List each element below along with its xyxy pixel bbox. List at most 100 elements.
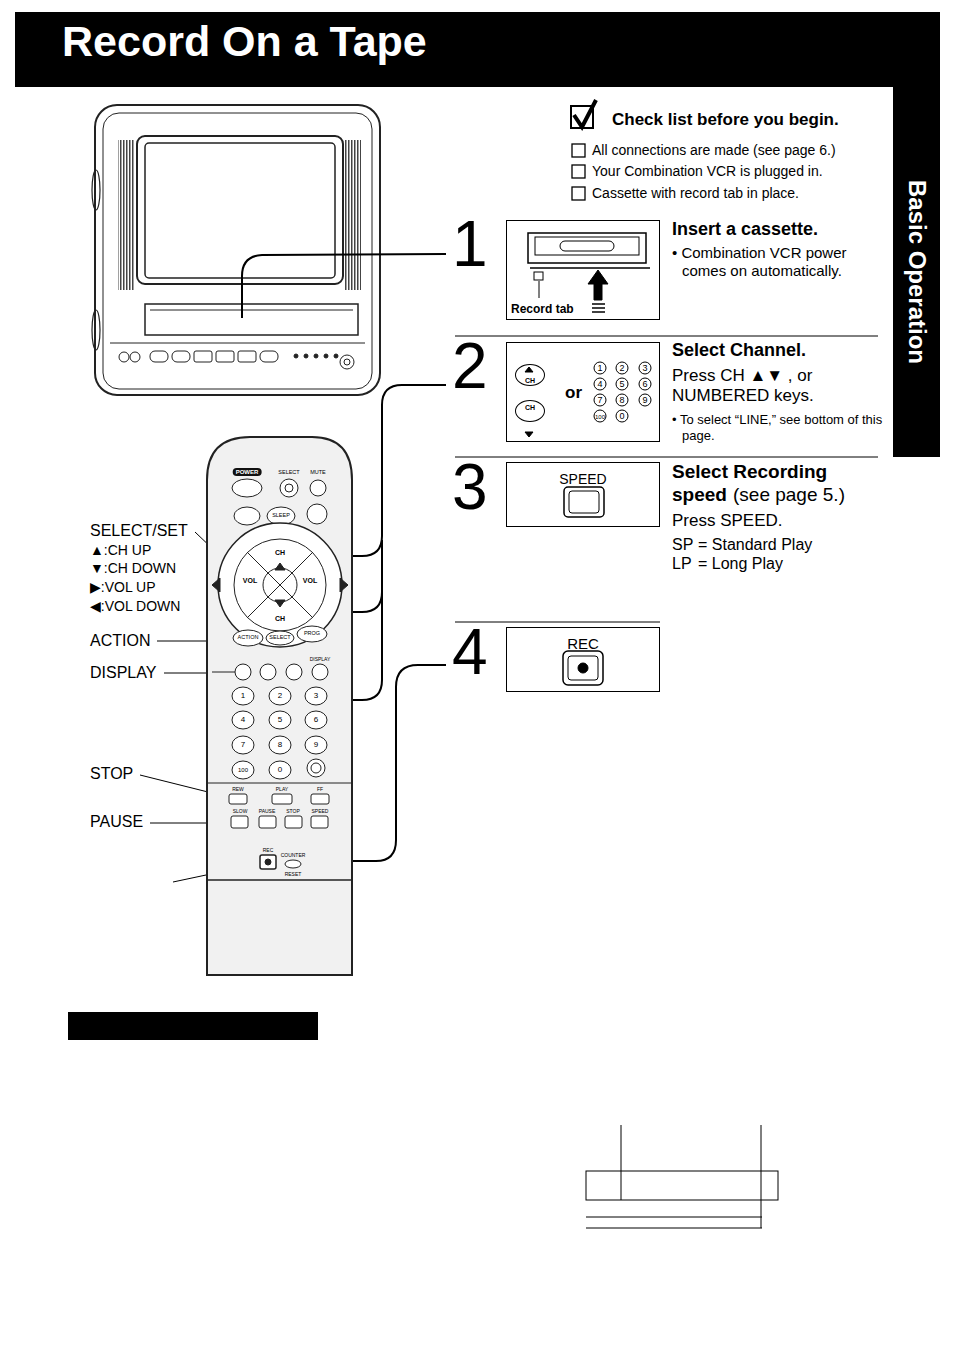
step-text: (see page 5.): [733, 484, 845, 507]
channel-button: CH: [515, 364, 545, 386]
callout-label: STOP: [90, 764, 133, 783]
section-tab: Basic Operation: [893, 87, 940, 457]
drawn-circle: [294, 354, 298, 358]
checklist-heading: Check list before you begin.: [612, 110, 839, 130]
drawn-ellipse: [285, 860, 301, 868]
drawn-circle: [234, 539, 326, 631]
drawn-line: [586, 1228, 762, 1229]
step-number: 3: [452, 455, 488, 519]
drawn-path: [525, 367, 533, 372]
drawn-ellipse: [92, 170, 100, 210]
drawn-rect: [145, 143, 335, 278]
drawn-circle: [340, 355, 354, 369]
callout-label: ▲:CH UP: [90, 542, 151, 559]
drawn-ellipse: [234, 507, 260, 525]
remote-button-label: REW: [232, 787, 244, 792]
remote-button-label: 2: [278, 692, 282, 700]
drawn-ellipse: [266, 631, 294, 645]
remote-button-label: MUTE: [310, 470, 326, 476]
number-key: 3: [639, 362, 652, 375]
drawn-line: [150, 310, 353, 311]
drawn-line: [592, 307, 605, 309]
drawn-line: [247, 552, 313, 618]
drawn-path: [242, 254, 446, 318]
drawn-rect: [145, 304, 358, 335]
callout-label: DISPLAY: [90, 663, 156, 682]
drawn-circle: [235, 664, 251, 680]
title-bar: Record On a Tape: [15, 12, 940, 87]
drawn-rect: [285, 816, 302, 828]
remote-button-label: FF: [317, 787, 323, 792]
drawn-circle: [265, 859, 271, 865]
drawn-rect: [260, 351, 278, 362]
remote-button-label: POWER: [233, 468, 262, 476]
callout-label: PAUSE: [90, 812, 143, 831]
step-illustrations: [525, 233, 650, 685]
drawn-rect: [586, 1171, 778, 1200]
drawn-rect: [172, 351, 190, 362]
remote-button-label: SELECT: [278, 470, 299, 476]
drawn-path: [275, 600, 285, 607]
drawn-rect: [150, 351, 168, 362]
number-key: 0: [616, 410, 629, 423]
drawn-rect: [345, 140, 361, 290]
drawn-circle: [119, 352, 129, 362]
drawn-ellipse: [233, 630, 263, 646]
remote-button-label: 0: [278, 766, 282, 774]
drawn-circle: [307, 759, 325, 777]
drawn-rect: [272, 794, 292, 804]
remote-button-label: PLAY: [276, 787, 288, 792]
drawn-rect: [572, 165, 585, 178]
drawn-line: [592, 303, 605, 305]
drawn-circle: [286, 664, 302, 680]
drawn-circle: [307, 504, 327, 524]
node-text: Basic Operation: [903, 180, 929, 364]
step-text: = Long Play: [698, 554, 783, 573]
drawn-circle: [578, 663, 588, 673]
drawn-line: [621, 1125, 622, 1200]
drawn-line: [247, 552, 313, 618]
remote-button-label: SPEED: [312, 809, 329, 814]
node-text: or: [565, 384, 582, 403]
drawn-ellipse: [305, 711, 327, 729]
remote-button-label: STOP: [286, 809, 300, 814]
drawn-circle: [312, 664, 328, 680]
drawn-ellipse: [232, 687, 254, 705]
drawn-line: [761, 1125, 762, 1228]
drawn-circle: [280, 479, 298, 497]
step-number: 1: [452, 212, 488, 276]
drawn-rect: [137, 136, 343, 284]
remote-button-label: 3: [314, 692, 318, 700]
drawn-path: [346, 385, 446, 556]
checklist-item: Cassette with record tab in place.: [592, 185, 799, 202]
step-text: • To select “LINE,” see bottom of this p…: [672, 412, 892, 443]
drawn-rect: [534, 272, 543, 280]
drawn-g: [586, 1125, 778, 1228]
drawn-path: [212, 578, 220, 592]
drawn-rect: [229, 794, 247, 804]
drawn-rect: [311, 816, 328, 828]
drawn-ellipse: [269, 761, 291, 779]
drawn-ellipse: [269, 687, 291, 705]
drawn-rect: [528, 233, 646, 263]
drawn-circle: [130, 352, 140, 362]
drawn-rect: [569, 491, 599, 513]
remote-button-label: SELECT: [269, 635, 290, 641]
page-title: Record On a Tape: [62, 16, 427, 68]
drawn-rect: [68, 1012, 318, 1040]
step-text: Select Channel.: [672, 340, 806, 362]
callout-label: ▶:VOL UP: [90, 579, 156, 596]
drawn-line: [455, 457, 878, 458]
drawn-circle: [344, 359, 350, 365]
drawn-ellipse: [92, 310, 100, 350]
remote-button-label: 4: [241, 716, 245, 724]
step-number: 2: [452, 334, 488, 398]
drawn-line: [592, 311, 605, 313]
drawn-ellipse: [305, 736, 327, 754]
drawn-circle: [285, 484, 293, 492]
drawn-path: [588, 270, 608, 300]
node-text: CH: [525, 377, 535, 385]
drawn-circle: [218, 523, 342, 647]
number-key: 1: [594, 362, 607, 375]
drawn-ellipse: [297, 626, 327, 642]
